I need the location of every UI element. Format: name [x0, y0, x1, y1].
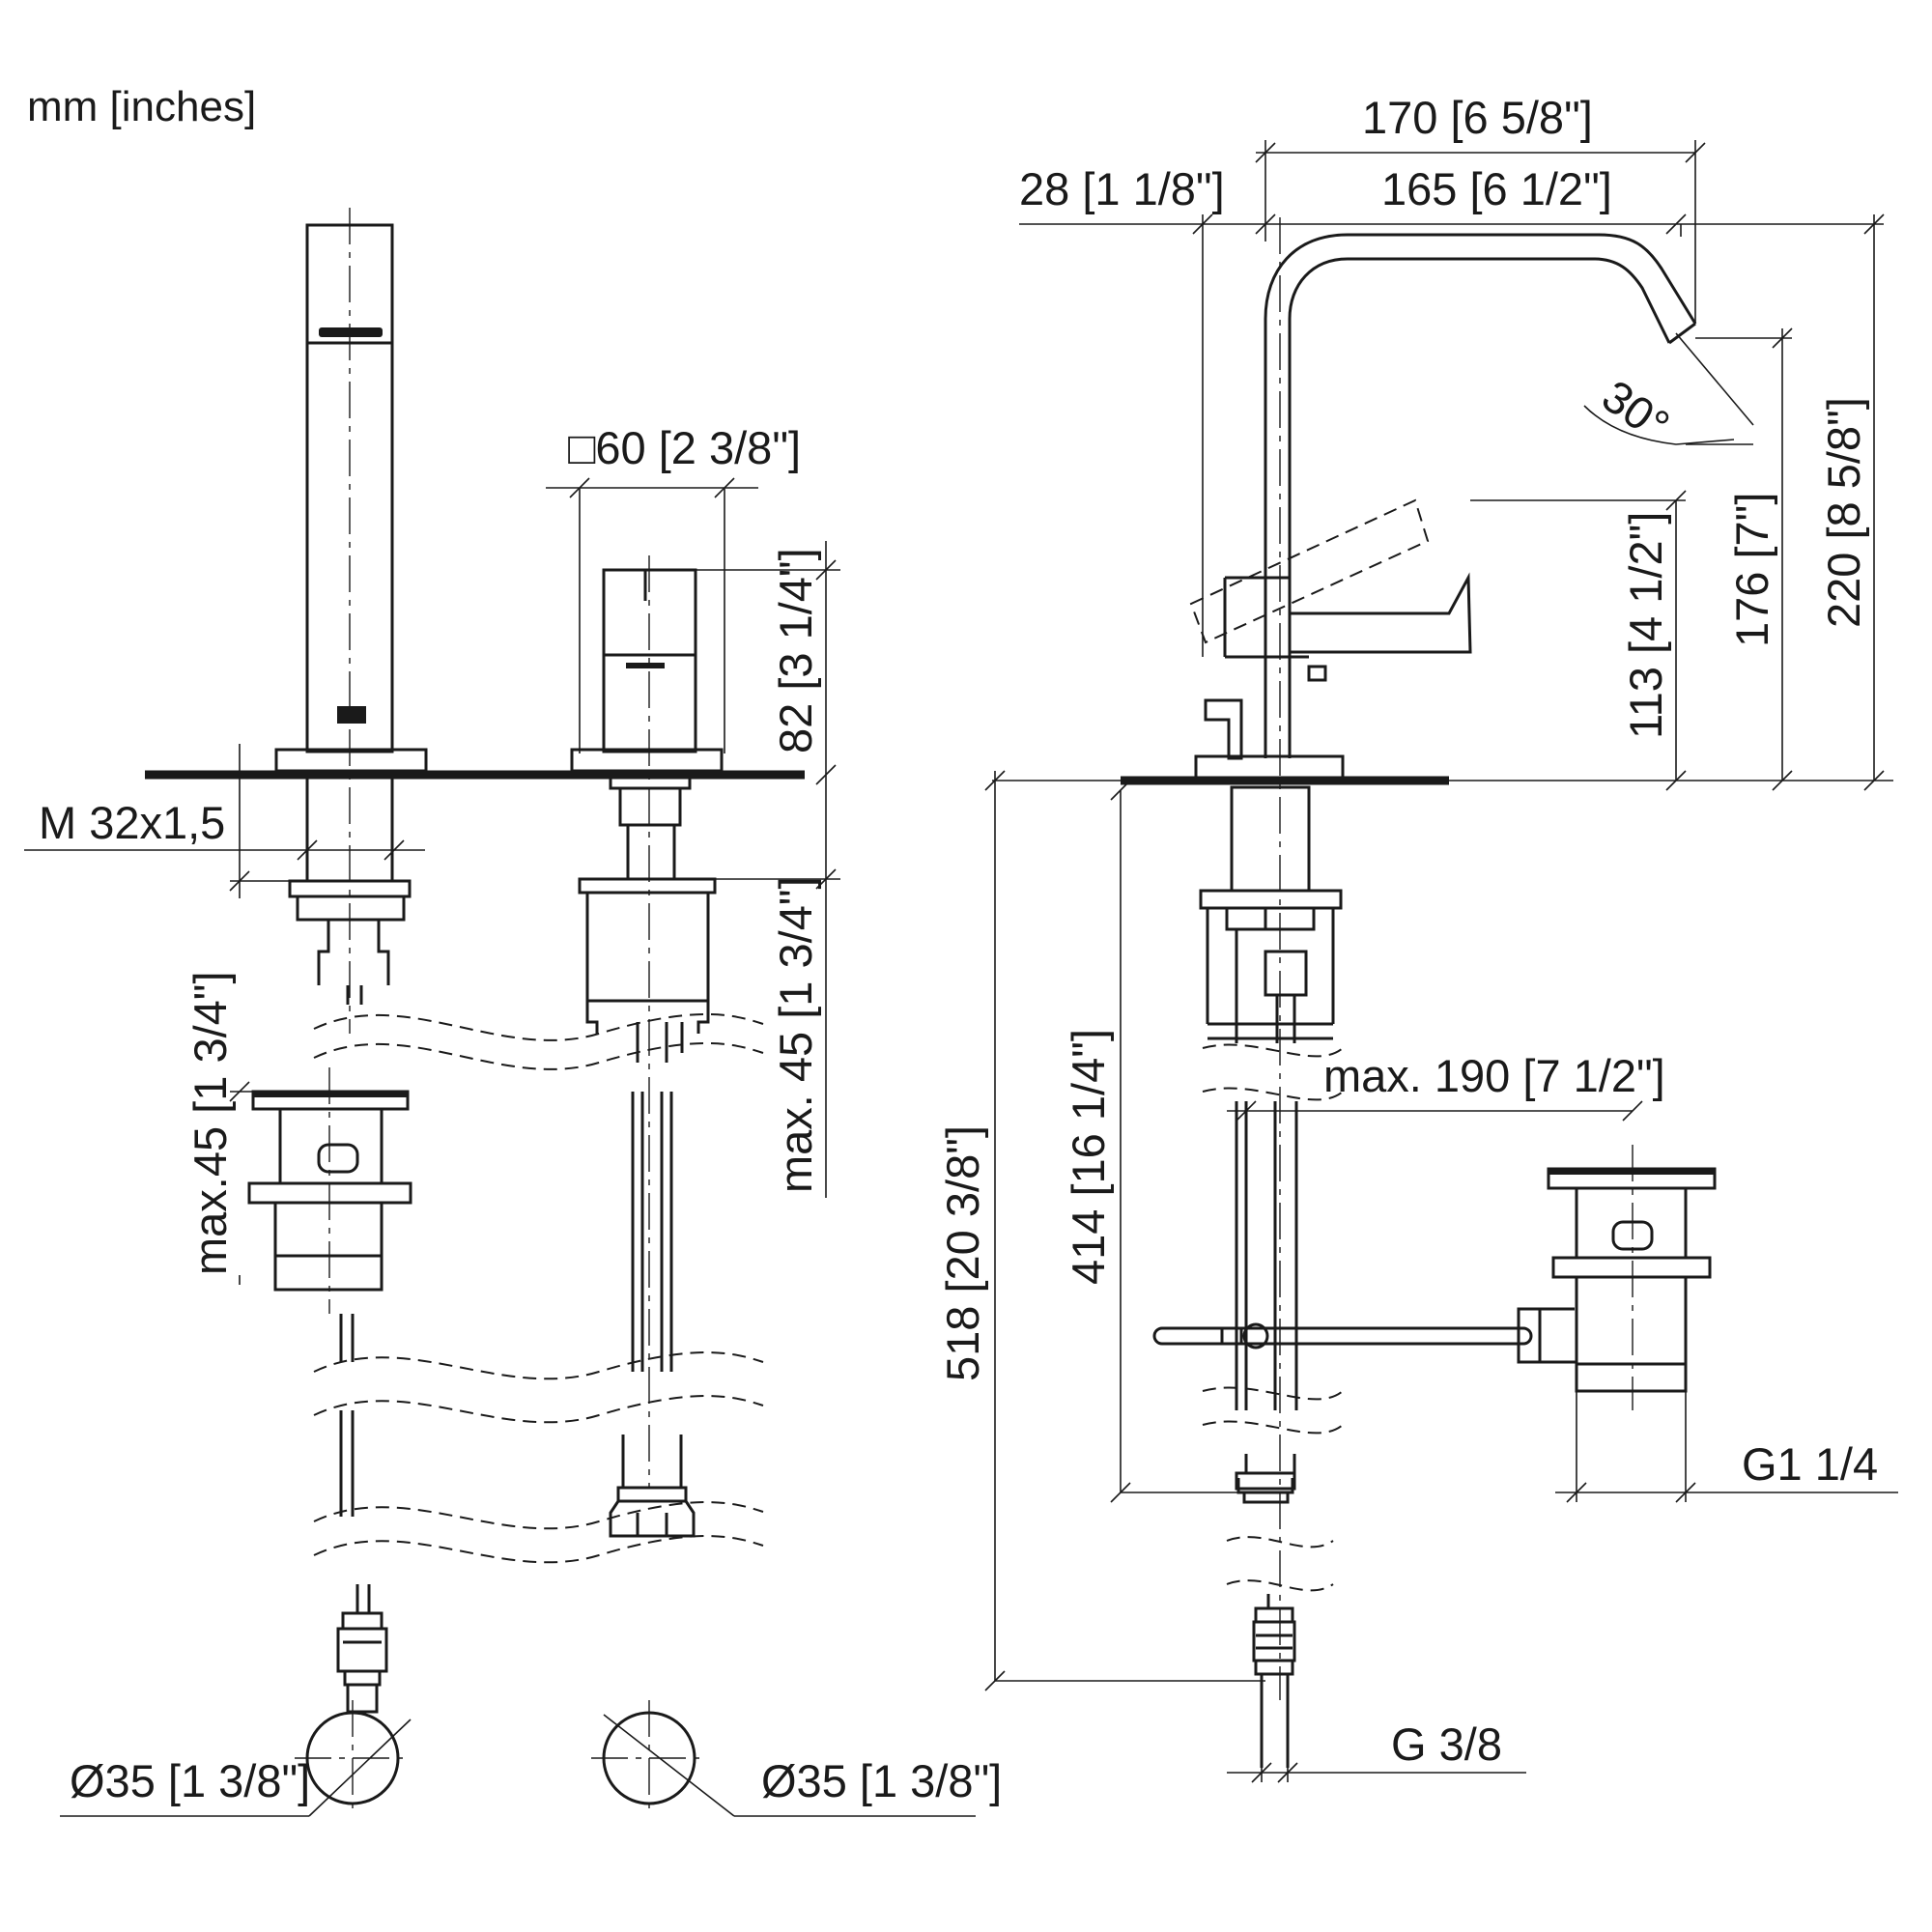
dim-82: 82 [3 1/4"] [770, 548, 821, 753]
mixer-body [570, 555, 724, 1538]
dim-113: 113 [4 1/2"] [1620, 512, 1671, 739]
spout-front-view [274, 208, 428, 1034]
dim-max45-right: max. 45 [1 3/4"] [770, 876, 821, 1193]
pop-up-waste-left [247, 1067, 412, 1714]
hole-circle-left [60, 1700, 412, 1817]
hole-circle-right [591, 1700, 976, 1817]
dim-220: 220 [8 5/8"] [1818, 397, 1869, 628]
dim-414: 414 [16 1/4"] [1063, 1029, 1114, 1285]
dim-170: 170 [6 5/8"] [1362, 92, 1593, 143]
dim-28: 28 [1 1/8"] [1019, 163, 1225, 214]
dim-g38: G 3/8 [1391, 1719, 1502, 1770]
units-label: mm [inches] [27, 83, 256, 130]
pop-up-waste-right [1517, 1145, 1717, 1410]
tap-below-counter [1152, 785, 1533, 1768]
dims-right [984, 140, 1898, 1783]
break-lines-left [313, 1013, 764, 1564]
angle-30: 30° [1593, 370, 1679, 451]
dim-60: □60 [2 3/8"] [568, 422, 801, 473]
dim-m32: M 32x1,5 [39, 797, 225, 848]
dim-176: 176 [7"] [1726, 493, 1777, 647]
tap-side-view [1189, 217, 1697, 1700]
dim-g114: G1 1/4 [1742, 1438, 1878, 1490]
dim-dia-left: Ø35 [1 3/8"] [70, 1755, 310, 1806]
dim-165: 165 [6 1/2"] [1381, 163, 1612, 214]
break-lines-right [1202, 1043, 1344, 1592]
dims-left [24, 477, 840, 1285]
dim-max190: max. 190 [7 1/2"] [1323, 1050, 1665, 1101]
dim-dia-right: Ø35 [1 3/8"] [761, 1755, 1002, 1806]
dim-518: 518 [20 3/8"] [937, 1125, 988, 1381]
dim-max45-left: max.45 [1 3/4"] [185, 971, 236, 1275]
